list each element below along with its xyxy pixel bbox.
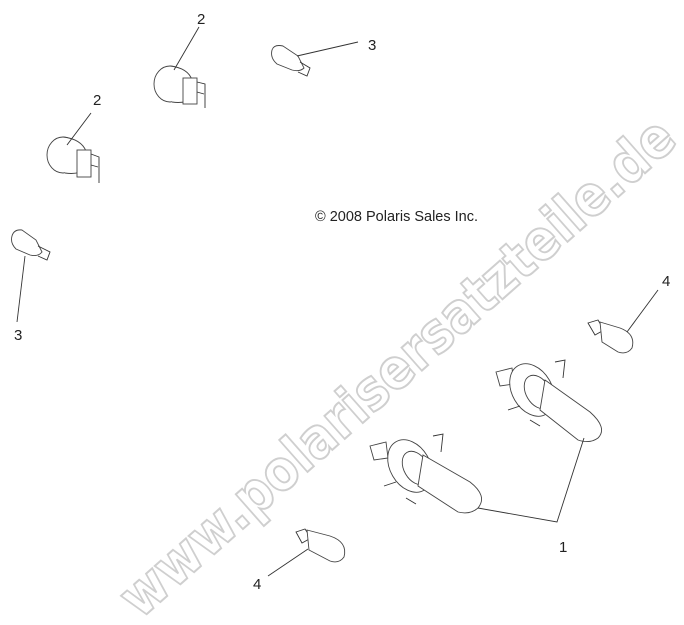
- headlight-bulb-part-1-lower: [369, 433, 483, 514]
- callout-3: 3: [14, 327, 22, 344]
- headlight-bulb-part-1-upper: [495, 359, 603, 443]
- copyright-notice: © 2008 Polaris Sales Inc.: [315, 209, 478, 225]
- bulb-part-4-bottom: [295, 528, 346, 563]
- bulb-part-3-left: [11, 229, 51, 261]
- leader-lines: [16, 26, 659, 577]
- callout-4: 4: [662, 273, 670, 290]
- bulb-part-2-top: [153, 65, 206, 108]
- watermark: www.polarisersatzteile.de: [106, 105, 684, 625]
- callout-2: 2: [197, 11, 205, 28]
- callout-1: 1: [559, 539, 567, 556]
- bulb-part-3-top: [271, 45, 311, 77]
- callout-2: 2: [93, 92, 101, 109]
- callout-3: 3: [368, 37, 376, 54]
- bulb-part-2-left: [46, 136, 100, 183]
- callout-4: 4: [253, 576, 261, 593]
- bulb-part-4-right: [587, 319, 634, 354]
